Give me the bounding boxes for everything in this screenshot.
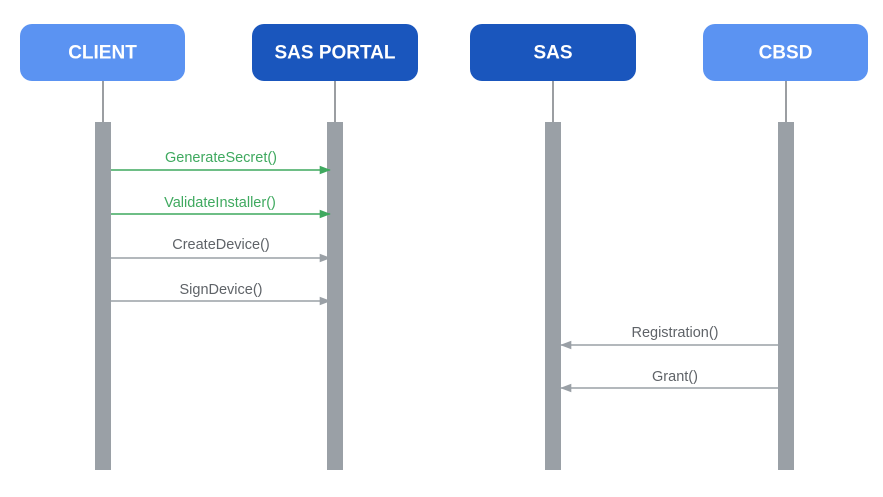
msg-grant: Grant()	[560, 369, 778, 393]
actor-box-shape-client	[20, 24, 185, 81]
msg-registration-label: Registration()	[631, 325, 718, 341]
msg-validate-installer-label: ValidateInstaller()	[164, 195, 276, 211]
actor-label-sas: SAS	[533, 43, 572, 64]
msg-sign-device-label: SignDevice()	[180, 282, 263, 298]
msg-create-device: CreateDevice()	[111, 237, 331, 263]
actor-box-client[interactable]: CLIENT	[20, 24, 185, 81]
actor-box-sas[interactable]: SAS	[470, 24, 636, 81]
activation-bar-cbsd	[778, 122, 794, 470]
activation-bar-sas-portal	[327, 122, 343, 470]
actor-boxes-layer: CLIENT SAS PORTAL SAS CBSD	[20, 24, 868, 81]
actor-box-sas-portal[interactable]: SAS PORTAL	[252, 24, 418, 81]
activation-bar-sas	[545, 122, 561, 470]
msg-create-device-label: CreateDevice()	[172, 237, 270, 253]
activation-bar-client	[95, 122, 111, 470]
msg-grant-label: Grant()	[652, 369, 698, 385]
lifelines-layer	[102, 81, 787, 124]
actor-box-cbsd[interactable]: CBSD	[703, 24, 868, 81]
msg-generate-secret-label: GenerateSecret()	[165, 150, 277, 166]
messages-layer: GenerateSecret() ValidateInstaller() Creat…	[111, 150, 778, 393]
msg-validate-installer: ValidateInstaller()	[111, 195, 331, 219]
actor-box-shape-sas-portal	[252, 24, 418, 81]
actor-label-sas-portal: SAS PORTAL	[274, 43, 395, 64]
msg-sign-device: SignDevice()	[111, 282, 331, 306]
actor-box-shape-cbsd	[703, 24, 868, 81]
msg-generate-secret: GenerateSecret()	[111, 150, 331, 175]
activation-bars-layer	[95, 122, 794, 470]
actor-box-shape-sas	[470, 24, 636, 81]
actor-label-cbsd: CBSD	[759, 43, 813, 64]
actor-label-client: CLIENT	[68, 43, 137, 64]
msg-registration: Registration()	[560, 325, 778, 350]
